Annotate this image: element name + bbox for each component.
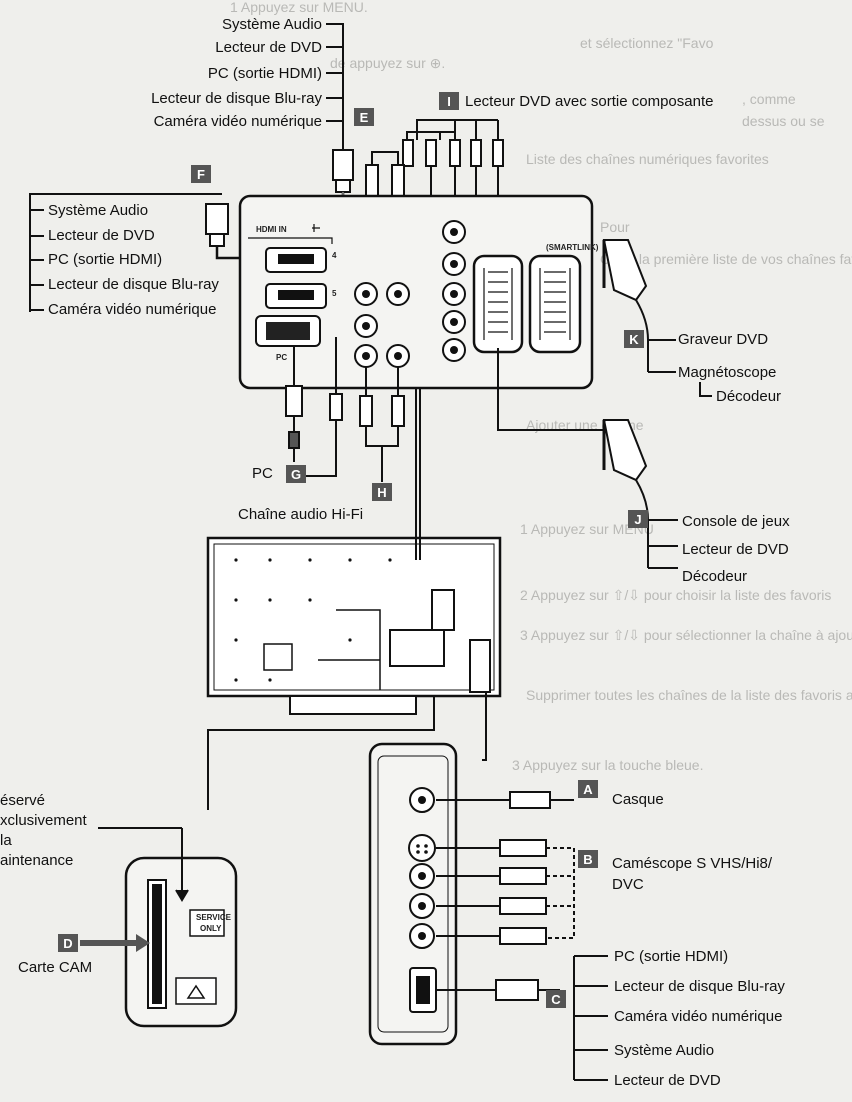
bg-text: de appuyez sur ⊕. xyxy=(330,55,445,71)
bg-text: 3 Appuyez sur ⇧/⇩ pour sélectionner la c… xyxy=(520,627,852,643)
k-source-label: Décodeur xyxy=(716,388,781,405)
e-source-label: Système Audio xyxy=(222,16,322,33)
f-source-label: Lecteur de disque Blu-ray xyxy=(48,276,219,293)
d-label: Carte CAM xyxy=(18,959,92,976)
e-source-label: Caméra vidéo numérique xyxy=(154,113,322,130)
pc-cable-g xyxy=(285,337,343,477)
i-label: Lecteur DVD avec sortie composante xyxy=(465,93,713,110)
badge-e: E xyxy=(354,108,374,126)
hdmi-cable-f xyxy=(205,203,268,260)
service-note-line: aintenance xyxy=(0,852,73,869)
service-note-line: la xyxy=(0,832,12,849)
bg-text: 3 Appuyez sur la touche bleue. xyxy=(512,757,703,773)
badge-b: B xyxy=(578,850,598,868)
badge-c: C xyxy=(546,990,566,1008)
svg-text:K: K xyxy=(629,332,639,347)
f-source-labels: Système Audio Lecteur de DVD PC (sortie … xyxy=(48,202,219,318)
k-source-label: Graveur DVD xyxy=(678,331,768,348)
g-label: PC xyxy=(252,465,273,482)
a-label: Casque xyxy=(612,791,664,808)
svg-text:D: D xyxy=(63,936,72,951)
side-panel xyxy=(368,742,458,1046)
badge-g: G xyxy=(286,465,306,483)
bg-text: 2 Appuyez sur ⇧/⇩ pour choisir la liste … xyxy=(520,587,831,603)
svg-text:J: J xyxy=(634,512,641,527)
svg-text:I: I xyxy=(447,94,451,109)
c-source-label: Lecteur de disque Blu-ray xyxy=(614,978,785,995)
badge-d: D xyxy=(58,934,78,952)
bg-text: Créer la première liste de vos chaînes f… xyxy=(600,251,852,267)
b-label-line: Caméscope S VHS/Hi8/ xyxy=(612,855,773,872)
service-note: éservé xclusivement la aintenance xyxy=(0,792,88,869)
bg-text: dessus ou se xyxy=(742,113,825,129)
j-source-label: Décodeur xyxy=(682,568,747,585)
f-bracket xyxy=(29,193,222,312)
service-port xyxy=(189,909,225,937)
bg-text: Supprimer toutes les chaînes de la liste… xyxy=(526,687,852,703)
bg-text: Liste des chaînes numériques favorites xyxy=(526,151,769,167)
badge-f: F xyxy=(191,165,211,183)
svg-text:C: C xyxy=(551,992,561,1007)
badge-a: A xyxy=(578,780,598,798)
svg-text:B: B xyxy=(583,852,592,867)
s-video-jack[interactable] xyxy=(408,834,436,862)
e-source-label: PC (sortie HDMI) xyxy=(208,65,322,82)
tv-rear-view xyxy=(206,536,502,715)
e-source-labels: Système Audio Lecteur de DVD PC (sortie … xyxy=(151,16,322,130)
svg-text:PC: PC xyxy=(276,353,287,362)
badge-j: J xyxy=(628,510,648,528)
scart-plug-k xyxy=(602,239,712,397)
j-source-label: Console de jeux xyxy=(682,513,790,530)
c-source-label: Lecteur de DVD xyxy=(614,1072,721,1089)
h-label: Chaîne audio Hi-Fi xyxy=(238,506,363,523)
f-source-label: Système Audio xyxy=(48,202,148,219)
k-source-label: Magnétoscope xyxy=(678,364,776,381)
d-arrow xyxy=(80,934,150,952)
bg-text: 1 Appuyez sur MENU. xyxy=(230,0,368,15)
badge-k: K xyxy=(624,330,644,348)
f-source-label: Caméra vidéo numérique xyxy=(48,301,216,318)
badge-h: H xyxy=(372,483,392,501)
tv-back-panel: HDMI IN 4 5 PC xyxy=(238,194,599,390)
background-page-text: 1 Appuyez sur MENU. et sélectionnez "Fav… xyxy=(230,0,852,773)
service-note-line: éservé xyxy=(0,792,45,809)
scart-port-2[interactable] xyxy=(528,254,582,354)
bg-text: , comme xyxy=(742,91,796,107)
svg-text:4: 4 xyxy=(332,251,337,260)
svg-text:5: 5 xyxy=(332,289,337,298)
tv-cables xyxy=(207,388,487,810)
j-source-label: Lecteur de DVD xyxy=(682,541,789,558)
c-source-label: Caméra vidéo numérique xyxy=(614,1008,782,1025)
svg-text:F: F xyxy=(197,167,205,182)
bg-text: et sélectionnez "Favo xyxy=(580,35,714,51)
hdmi-cable-c xyxy=(436,955,608,1081)
bg-text: Pour xyxy=(600,219,630,235)
svg-text:E: E xyxy=(360,110,369,125)
svg-text:G: G xyxy=(291,467,301,482)
e-source-label: Lecteur de disque Blu-ray xyxy=(151,90,322,107)
svg-text:H: H xyxy=(377,485,386,500)
f-source-label: PC (sortie HDMI) xyxy=(48,251,162,268)
service-arrow xyxy=(175,828,189,902)
svg-text:SERVICE: SERVICE xyxy=(196,913,232,922)
c-source-label: PC (sortie HDMI) xyxy=(614,948,728,965)
headphone-cable-a xyxy=(436,791,574,809)
audio-cable-h xyxy=(359,367,405,482)
scart-port-1[interactable] xyxy=(472,254,524,354)
service-note-line: xclusivement xyxy=(0,812,88,829)
hdmi-in-label: HDMI IN xyxy=(256,225,287,234)
badge-i: I xyxy=(439,92,459,110)
svg-text:ONLY: ONLY xyxy=(200,924,222,933)
svg-text:A: A xyxy=(583,782,593,797)
e-bracket xyxy=(326,23,344,150)
e-source-label: Lecteur de DVD xyxy=(215,39,322,56)
bg-text: 1 Appuyez sur MENU xyxy=(520,521,654,537)
svg-text:(SMARTLINK): (SMARTLINK) xyxy=(546,243,599,252)
f-source-label: Lecteur de DVD xyxy=(48,227,155,244)
c-source-label: Système Audio xyxy=(614,1042,714,1059)
b-label-line: DVC xyxy=(612,876,644,893)
av-cable-b xyxy=(436,839,575,945)
